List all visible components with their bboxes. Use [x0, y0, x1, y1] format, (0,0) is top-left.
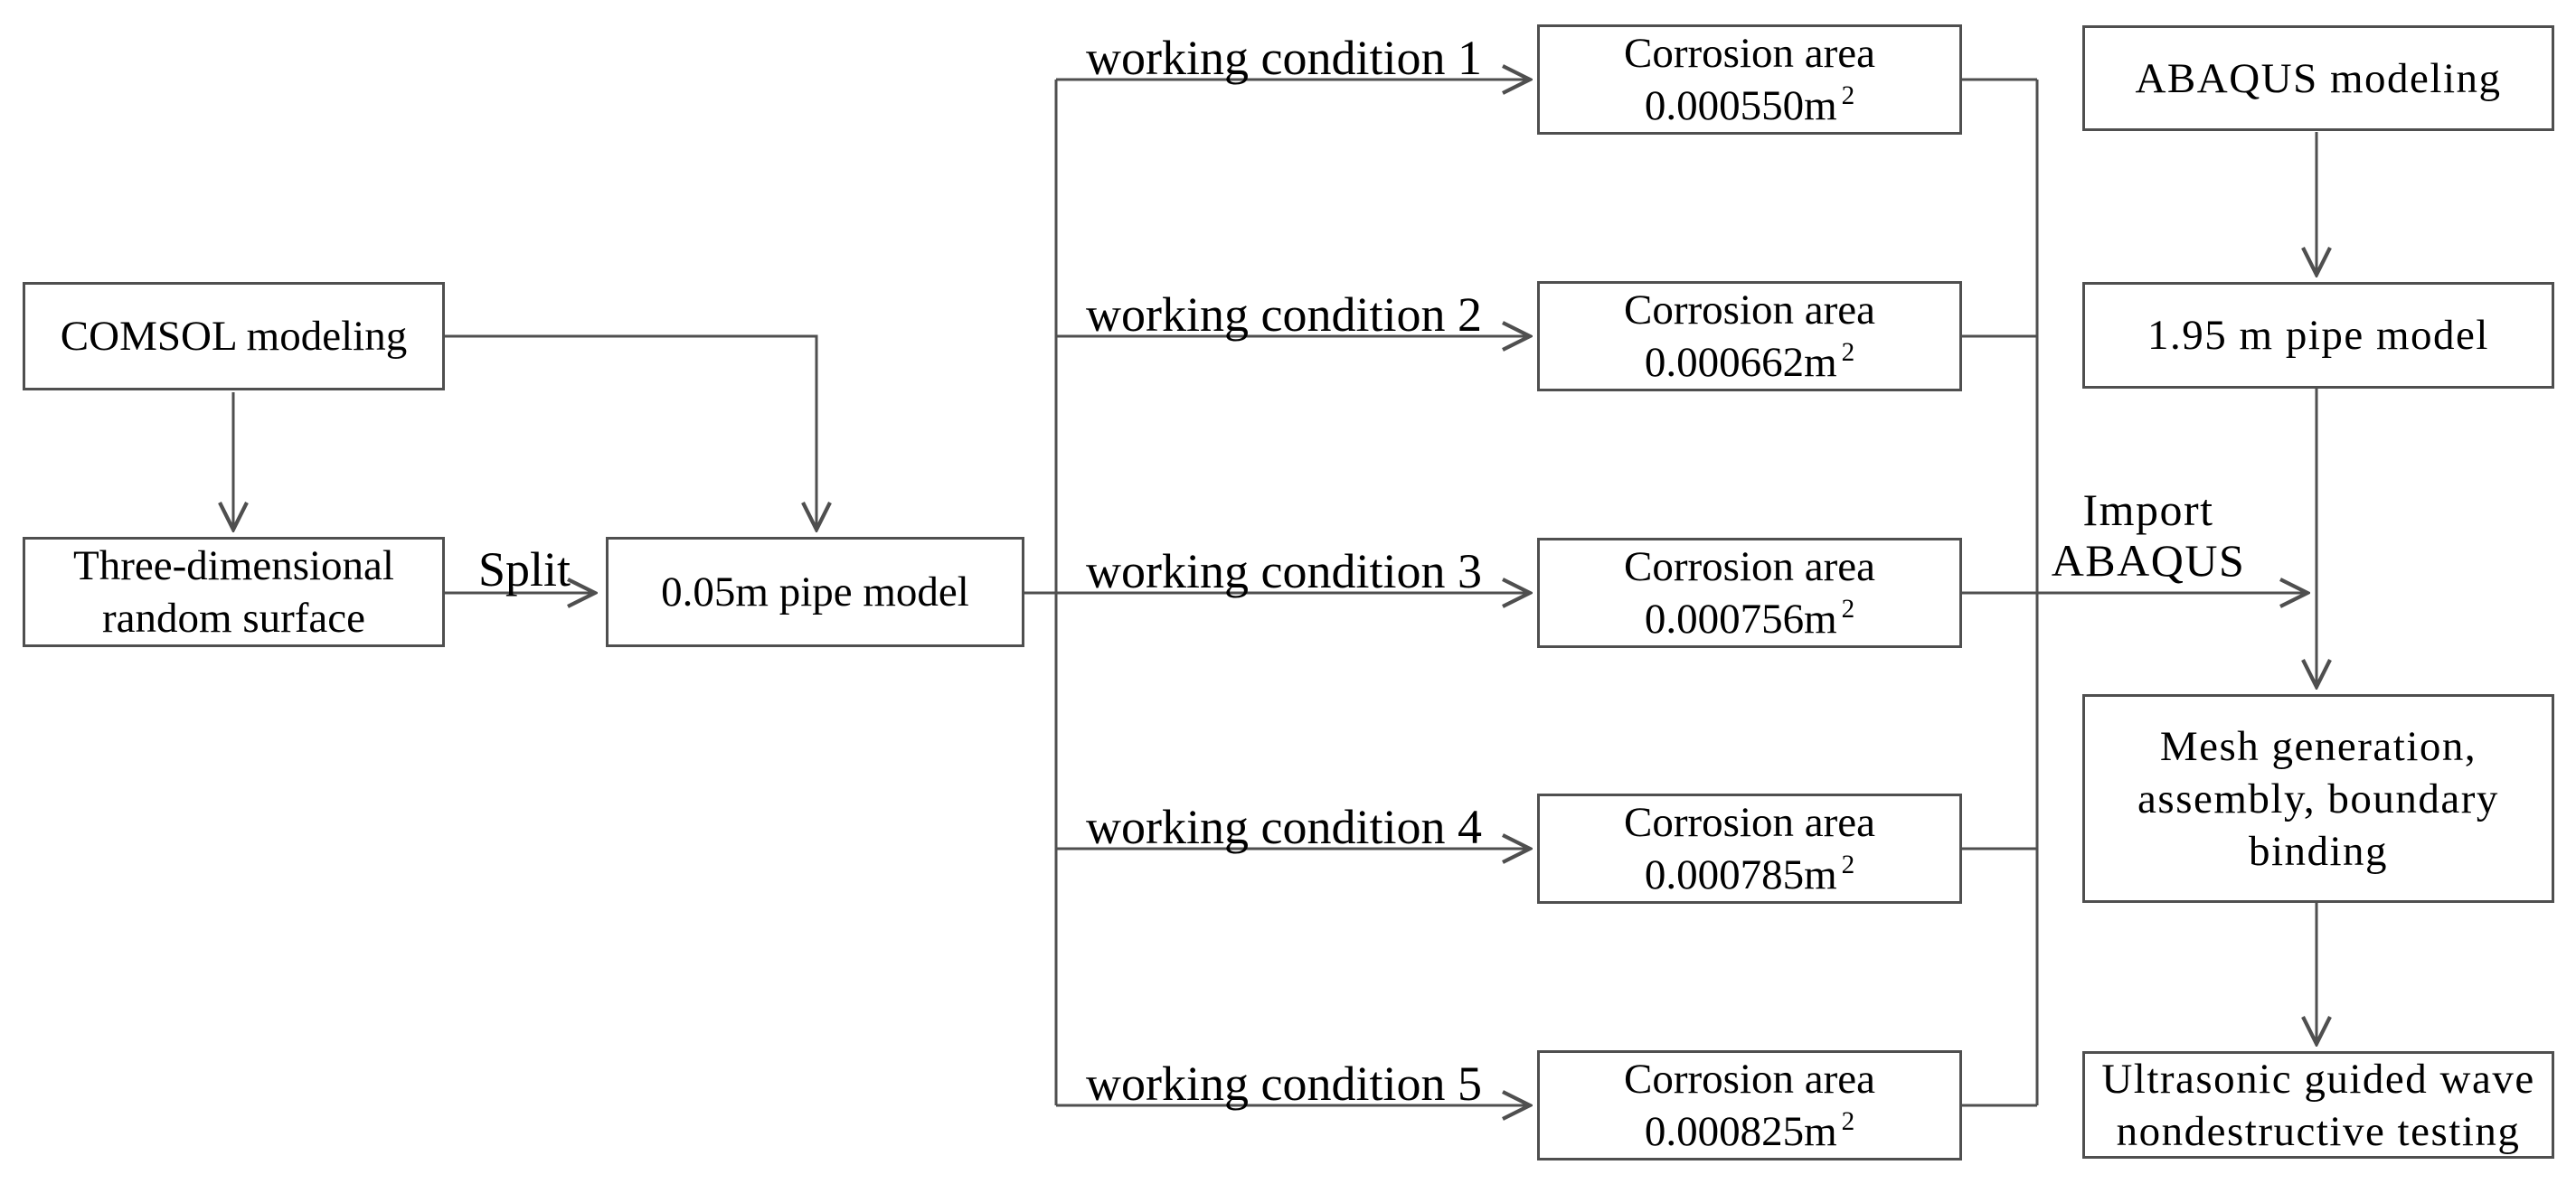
pipe-model-005-label: 0.05m pipe model [661, 569, 969, 615]
random-surface-box: Three-dimensional random surface [23, 537, 445, 647]
corrosion-area-title: Corrosion area [1624, 543, 1875, 590]
import-abaqus-label: Import ABAQUS [2007, 484, 2289, 586]
abaqus-modeling-label: ABAQUS modeling [2135, 54, 2502, 102]
ultrasonic-testing-box: Ultrasonic guided wave nondestructive te… [2082, 1051, 2554, 1159]
split-label: Split [477, 542, 571, 597]
pipe-model-195-box: 1.95 m pipe model [2082, 282, 2554, 389]
working-condition-2-label: working condition 2 [1086, 287, 1482, 342]
superscript-2: 2 [1841, 850, 1855, 880]
arrow-comsol-to-pipe005 [445, 334, 816, 530]
superscript-2: 2 [1841, 595, 1855, 625]
mesh-generation-box: Mesh generation, assembly, boundary bind… [2082, 694, 2554, 903]
corrosion-area-title: Corrosion area [1624, 799, 1875, 846]
import-abaqus-label-line1: Import [2082, 484, 2214, 535]
working-condition-4-label: working condition 4 [1086, 800, 1482, 854]
working-condition-5-label: working condition 5 [1086, 1057, 1482, 1111]
superscript-2: 2 [1841, 338, 1855, 368]
comsol-modeling-box: COMSOL modeling [23, 282, 445, 390]
ultrasonic-testing-label: Ultrasonic guided wave nondestructive te… [2101, 1055, 2535, 1155]
superscript-2: 2 [1841, 1107, 1855, 1137]
superscript-2: 2 [1841, 81, 1855, 111]
abaqus-modeling-box: ABAQUS modeling [2082, 25, 2554, 131]
corrosion-area-title: Corrosion area [1624, 30, 1875, 77]
pipe-model-195-label: 1.95 m pipe model [2147, 312, 2489, 359]
pipe-model-005-box: 0.05m pipe model [606, 537, 1024, 647]
corrosion-area-title: Corrosion area [1624, 1056, 1875, 1103]
random-surface-label: Three-dimensional random surface [73, 542, 394, 642]
corrosion-area-title: Corrosion area [1624, 287, 1875, 334]
working-condition-3-label: working condition 3 [1086, 544, 1482, 598]
mesh-generation-label: Mesh generation, assembly, boundary bind… [2137, 722, 2499, 875]
working-condition-1-label: working condition 1 [1086, 31, 1482, 85]
import-abaqus-label-line2: ABAQUS [2051, 535, 2246, 586]
comsol-modeling-label: COMSOL modeling [60, 313, 408, 360]
